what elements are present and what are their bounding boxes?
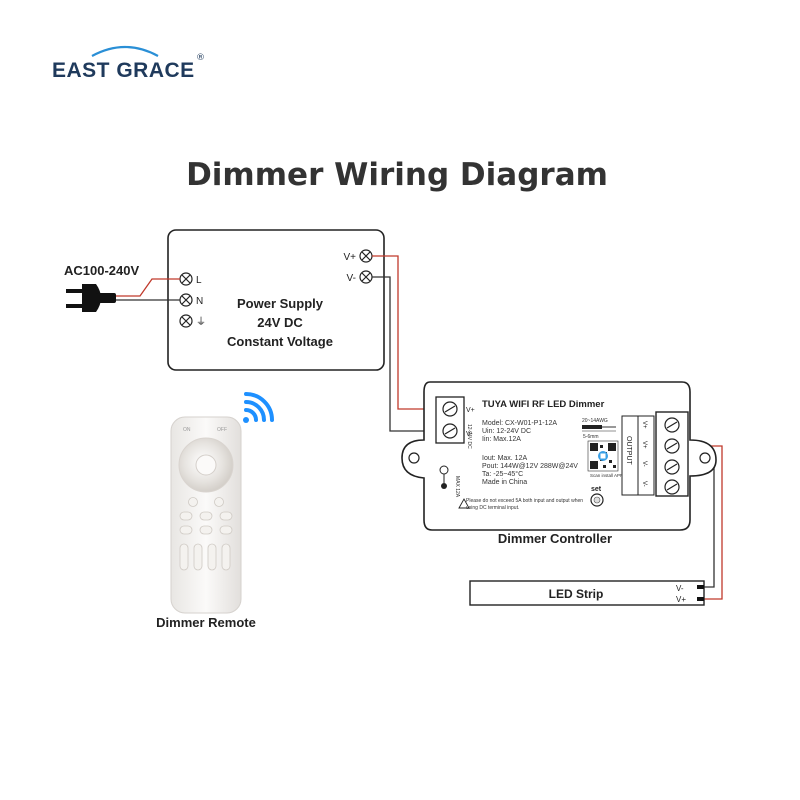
- ps-terminal-vminus: [359, 270, 373, 284]
- led-strip-vplus: V+: [676, 595, 686, 604]
- warning-icon: [458, 498, 470, 509]
- controller-name: TUYA WIFI RF LED Dimmer: [482, 399, 605, 410]
- wire-strip-icon: [582, 425, 616, 432]
- output-polarity-2: V+: [641, 441, 647, 449]
- output-polarity-3: V-: [641, 461, 647, 467]
- remote-caption: Dimmer Remote: [156, 615, 256, 630]
- output-screw-1: [664, 417, 680, 433]
- ps-label-vplus: V+: [343, 252, 356, 263]
- spec-uin: Uin: 12-24V DC: [482, 428, 531, 435]
- led-strip-pad-vplus: [697, 597, 704, 601]
- remote-button-5[interactable]: [219, 511, 233, 521]
- ps-terminal-ground: [179, 314, 193, 328]
- input-label-vplus: V+: [466, 407, 475, 414]
- wire-gauge-note: 20~14AWG: [582, 418, 608, 424]
- remote-slider-2[interactable]: [193, 543, 203, 571]
- input-label-vminus: V-: [466, 431, 473, 438]
- ps-label-ground: ⏚: [196, 316, 206, 328]
- page-title: Dimmer Wiring Diagram: [186, 157, 608, 193]
- input-voltage-note: 12-24V DC: [466, 424, 472, 449]
- remote-button-2[interactable]: [214, 497, 224, 507]
- set-button-label: set: [591, 486, 602, 493]
- spec-model: Model: CX-W01-P1-12A: [482, 420, 557, 427]
- remote-on-label: ON: [183, 427, 191, 433]
- max-current-note: MAX 12A: [454, 476, 460, 498]
- qr-caption: Scan install APP: [590, 473, 623, 478]
- output-polarity-4: V-: [641, 481, 647, 487]
- spec-iout: Iout: Max. 12A: [482, 455, 527, 462]
- strip-length-note: 5-6mm: [583, 434, 599, 440]
- ps-terminal-l: [179, 272, 193, 286]
- wifi-signal-icon: [243, 392, 274, 423]
- output-screw-2: [664, 438, 680, 454]
- remote-slider-1[interactable]: [179, 543, 189, 571]
- spec-origin: Made in China: [482, 479, 527, 486]
- led-strip-box: [469, 580, 705, 606]
- spec-pout: Pout: 144W@12V 288W@24V: [482, 463, 578, 470]
- ac-input-label: AC100-240V: [64, 263, 139, 278]
- remote-button-7[interactable]: [199, 525, 213, 535]
- brand-name: EAST GRACE: [52, 59, 195, 82]
- remote-button-3[interactable]: [179, 511, 193, 521]
- output-screw-4: [664, 479, 680, 495]
- output-polarity-box: [637, 415, 655, 496]
- wire-ps-vminus: [372, 276, 438, 432]
- set-button[interactable]: [590, 493, 604, 507]
- remote-button-6[interactable]: [179, 525, 193, 535]
- logo-arc-icon: [91, 46, 159, 57]
- output-polarity-1: V+: [641, 421, 647, 429]
- remote-slider-3[interactable]: [207, 543, 217, 571]
- ps-line-2: 24V DC: [257, 315, 303, 330]
- ps-label-n: N: [196, 296, 203, 307]
- wire-ac-live: [116, 278, 180, 301]
- input-terminal-screw-vplus: [442, 401, 458, 417]
- remote-button-1[interactable]: [188, 497, 198, 507]
- brand-logo: EAST GRACE ®: [52, 46, 205, 82]
- remote-button-4[interactable]: [199, 511, 213, 521]
- ac-plug-icon: [66, 284, 116, 312]
- input-terminal-screw-vminus: [442, 423, 458, 439]
- warning-text: Please do not exceed 5A both input and o…: [466, 498, 584, 511]
- brand-registered-mark: ®: [196, 53, 205, 63]
- remote-off-label: OFF: [217, 427, 227, 433]
- ps-line-1: Power Supply: [237, 296, 324, 311]
- dc-jack-icon: [439, 465, 449, 489]
- ps-line-3: Constant Voltage: [227, 334, 333, 349]
- ps-terminal-n: [179, 293, 193, 307]
- dimmer-remote: ON OFF: [170, 416, 242, 614]
- ps-label-vminus: V-: [347, 273, 356, 284]
- remote-slider-4[interactable]: [221, 543, 231, 571]
- spec-iin: Iin: Max.12A: [482, 436, 521, 443]
- wire-ps-vplus: [372, 255, 438, 410]
- qr-code-icon: [587, 440, 619, 472]
- spec-ta: Ta: -25~45°C: [482, 470, 523, 478]
- remote-center-button[interactable]: [195, 454, 217, 476]
- ps-terminal-vplus: [359, 249, 373, 263]
- controller-caption: Dimmer Controller: [498, 531, 612, 546]
- ps-label-l: L: [196, 275, 202, 286]
- output-screw-3: [664, 459, 680, 475]
- led-strip-label: LED Strip: [549, 587, 604, 601]
- output-label: OUTPUT: [625, 436, 632, 466]
- led-strip-pad-vminus: [697, 585, 704, 589]
- remote-button-8[interactable]: [219, 525, 233, 535]
- dimmer-controller: V+ V- 12-24V DC MAX 12A TUYA WIFI RF LED…: [401, 381, 717, 531]
- led-strip-vminus: V-: [676, 584, 684, 593]
